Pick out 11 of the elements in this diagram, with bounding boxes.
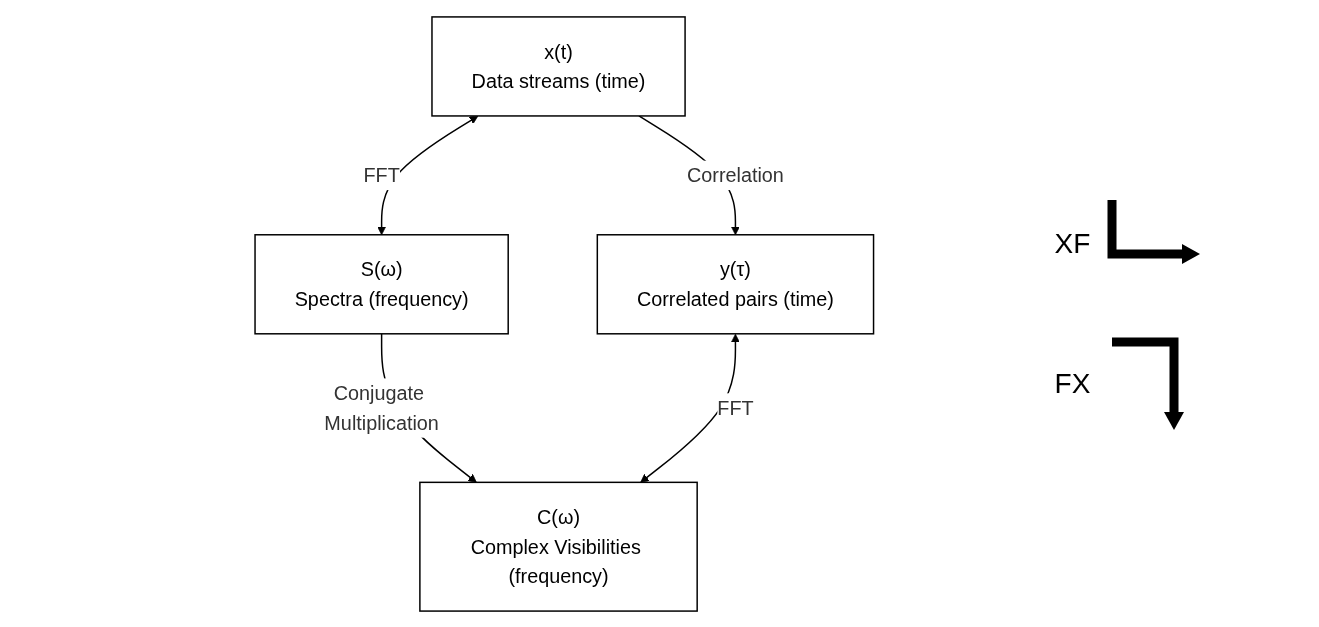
node-box: x(t) Data streams (time) [431,15,687,117]
edge-label: FFT [363,163,401,186]
node-box: S(ω) Spectra (frequency) [254,233,510,335]
node-box: C(ω) Complex Visibilities (frequency) [419,481,699,612]
arrow-label: XF [1054,227,1091,260]
edge-label: FFT [717,396,754,419]
arrow-label: FX [1054,367,1091,400]
edge-label: Conjugate Multiplication [324,381,440,434]
node-box: y(τ) Correlated pairs (time) [596,233,875,335]
edge-label: Correlation [687,163,785,186]
arrow [640,333,741,483]
